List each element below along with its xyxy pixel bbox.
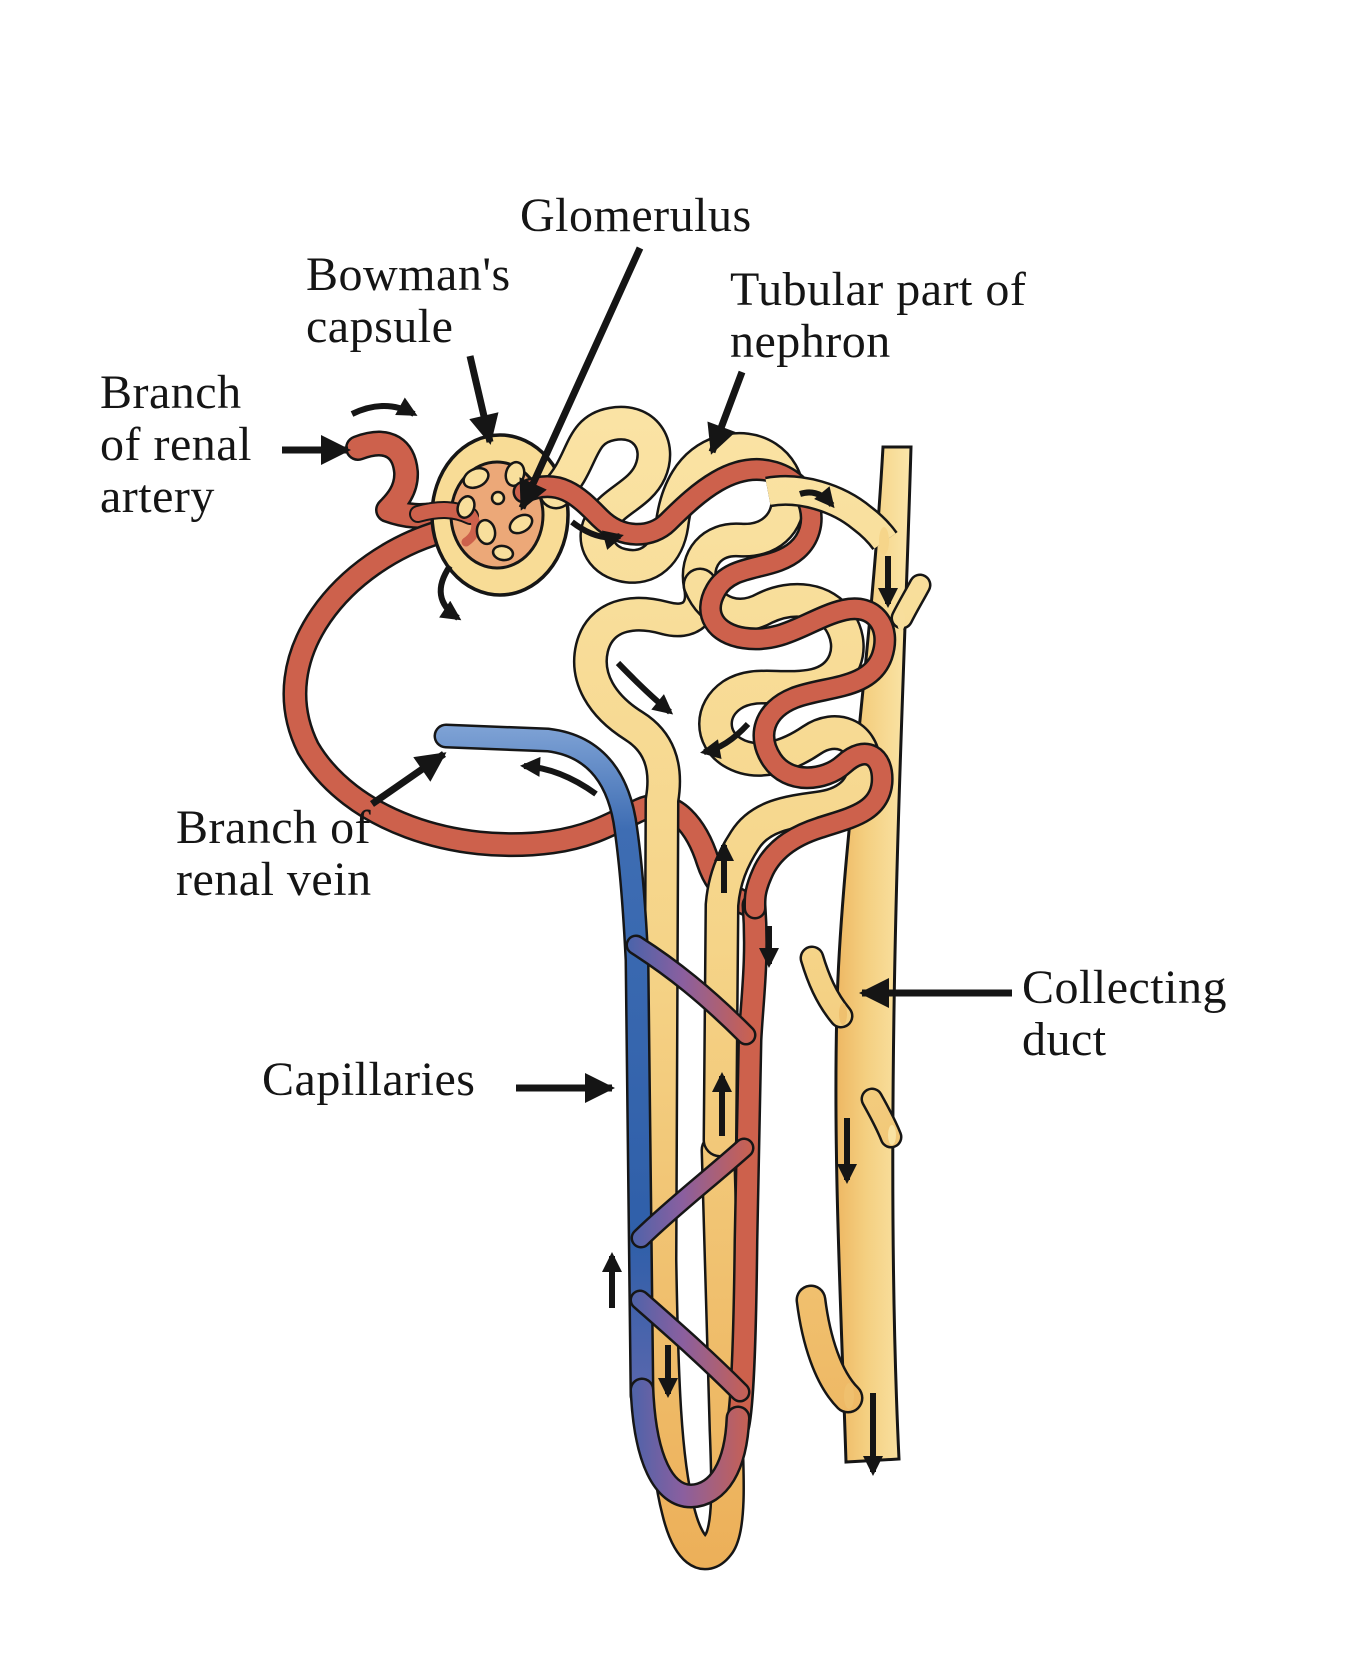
flow-arrow	[799, 486, 835, 509]
flow-arrow	[520, 756, 598, 797]
leader-arrow-tubular-part	[707, 370, 746, 455]
flow-arrow	[570, 519, 624, 550]
label-line: Glomerulus	[520, 189, 752, 242]
flow-arrows	[350, 397, 898, 1476]
label-glomerulus: Glomerulus	[520, 190, 752, 242]
leader-arrow-glomerulus	[518, 246, 644, 511]
leader-arrow-renal-vein	[370, 751, 447, 807]
label-bowmans-capsule: Bowman's capsule	[306, 249, 511, 353]
label-line: Capillaries	[262, 1053, 476, 1106]
label-line: Branch	[100, 366, 242, 419]
flow-arrow	[350, 397, 418, 417]
leader-arrows	[282, 246, 1012, 1103]
label-line: capsule	[306, 300, 454, 353]
flow-arrow	[437, 564, 462, 621]
label-line: of renal	[100, 418, 252, 471]
collecting-duct-shape	[795, 445, 932, 1464]
capillary-rungs	[625, 934, 757, 1403]
renal-vein-vessel	[433, 723, 655, 1408]
label-tubular-part: Tubular part of nephron	[730, 264, 1026, 368]
peritubular-capillaries-red	[512, 457, 897, 920]
vasa-recta-red	[725, 892, 768, 1438]
label-line: Collecting	[1022, 961, 1227, 1014]
efferent-artery-arc	[282, 519, 767, 921]
label-line: duct	[1022, 1013, 1107, 1066]
label-line: Tubular part of	[730, 263, 1027, 316]
bowmans-capsule-shape	[409, 433, 570, 597]
label-line: nephron	[730, 315, 891, 368]
label-capillaries: Capillaries	[262, 1054, 475, 1106]
vasa-recta-bend	[629, 1377, 751, 1509]
label-collecting-duct: Collecting duct	[1022, 962, 1227, 1066]
label-line: renal vein	[176, 853, 372, 906]
flow-arrow	[700, 721, 751, 759]
label-renal-vein: Branch of renal vein	[176, 802, 372, 906]
label-renal-artery: Branch of renal artery	[100, 367, 252, 523]
label-line: Bowman's	[306, 248, 511, 301]
glomerulus-shape	[409, 460, 545, 570]
leader-arrow-bowmans-capsule	[466, 355, 499, 445]
flow-arrow	[615, 660, 674, 715]
distal-tubule-arc	[765, 474, 898, 555]
label-line: artery	[100, 470, 215, 523]
label-line: Branch of	[176, 801, 372, 854]
